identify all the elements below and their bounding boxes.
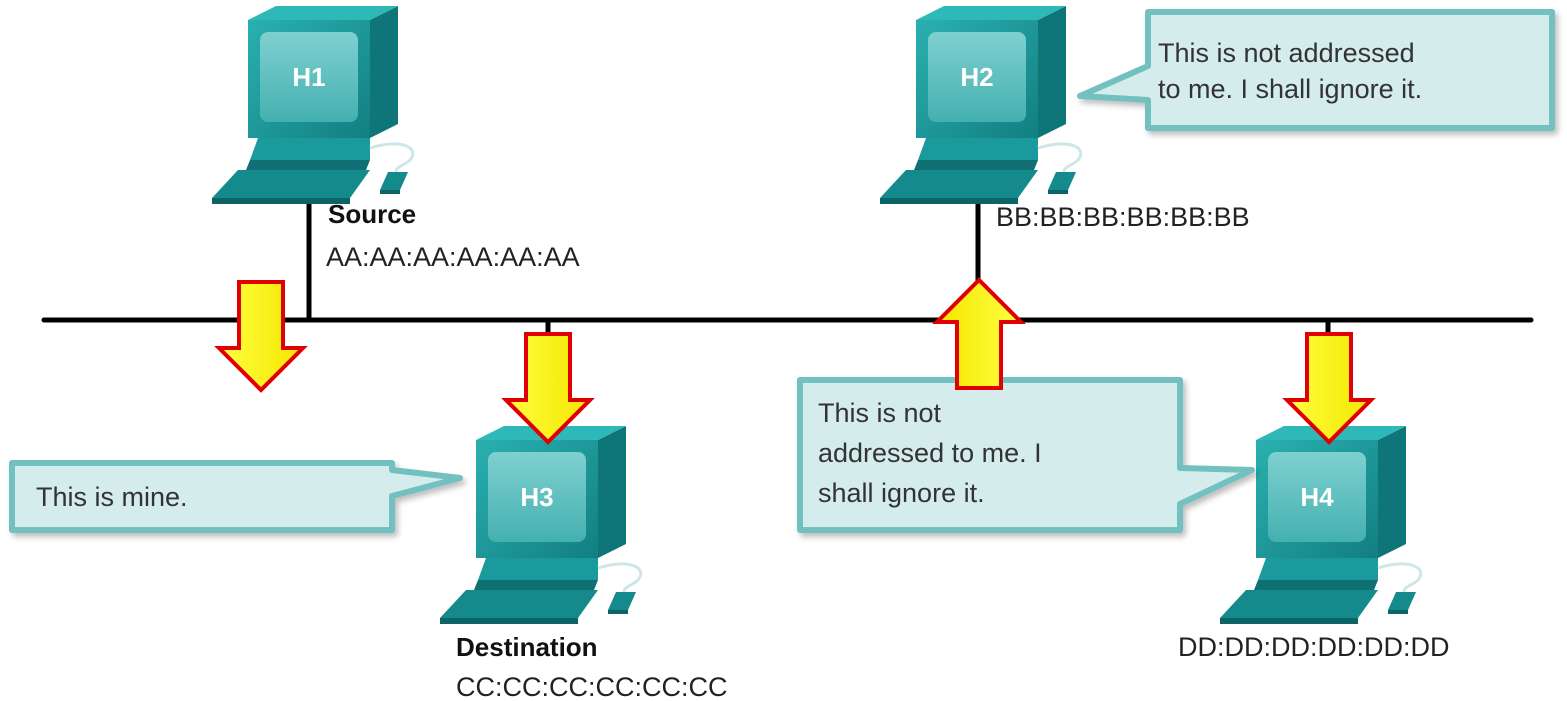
destination-label: Destination: [456, 632, 598, 662]
callout-h2-line-2: to me. I shall ignore it.: [1158, 74, 1422, 104]
callout-h4-line-3: shall ignore it.: [818, 478, 985, 508]
callout-h3: [9, 460, 463, 533]
callout-h3-text: This is mine.: [36, 482, 188, 512]
host-h2-name: H2: [960, 62, 993, 92]
callout-h4: [797, 377, 1255, 533]
host-h4-name: H4: [1300, 482, 1334, 512]
arrow-down-h4-icon: [1285, 332, 1373, 444]
host-h2: H2: [878, 4, 1083, 206]
arrow-up-h2-icon: [935, 278, 1023, 390]
callout-h2-line-1: This is not addressed: [1158, 38, 1415, 68]
callout-h4-line-1: This is not: [818, 398, 942, 428]
desktop-computer-icon: [878, 4, 1083, 206]
h2-mac: BB:BB:BB:BB:BB:BB: [996, 202, 1250, 232]
destination-mac: CC:CC:CC:CC:CC:CC: [456, 672, 728, 701]
desktop-computer-icon: [210, 4, 415, 206]
h4-mac: DD:DD:DD:DD:DD:DD: [1178, 632, 1450, 662]
host-h4: H4: [1218, 424, 1423, 626]
source-mac: AA:AA:AA:AA:AA:AA: [326, 242, 580, 272]
desktop-computer-icon: [1218, 424, 1423, 626]
arrow-down-left-icon: [217, 280, 305, 392]
source-label: Source: [328, 199, 416, 229]
arrow-down-h3-icon: [504, 332, 592, 444]
frame-arrows: [217, 278, 1373, 444]
host-h1-name: H1: [292, 62, 325, 92]
desktop-computer-icon: [438, 424, 643, 626]
host-h1: H1: [210, 4, 415, 206]
callout-h4-line-2: addressed to me. I: [818, 438, 1042, 468]
host-h3-name: H3: [520, 482, 553, 512]
callout-h2: [1077, 9, 1555, 131]
host-h3: H3: [438, 424, 643, 626]
